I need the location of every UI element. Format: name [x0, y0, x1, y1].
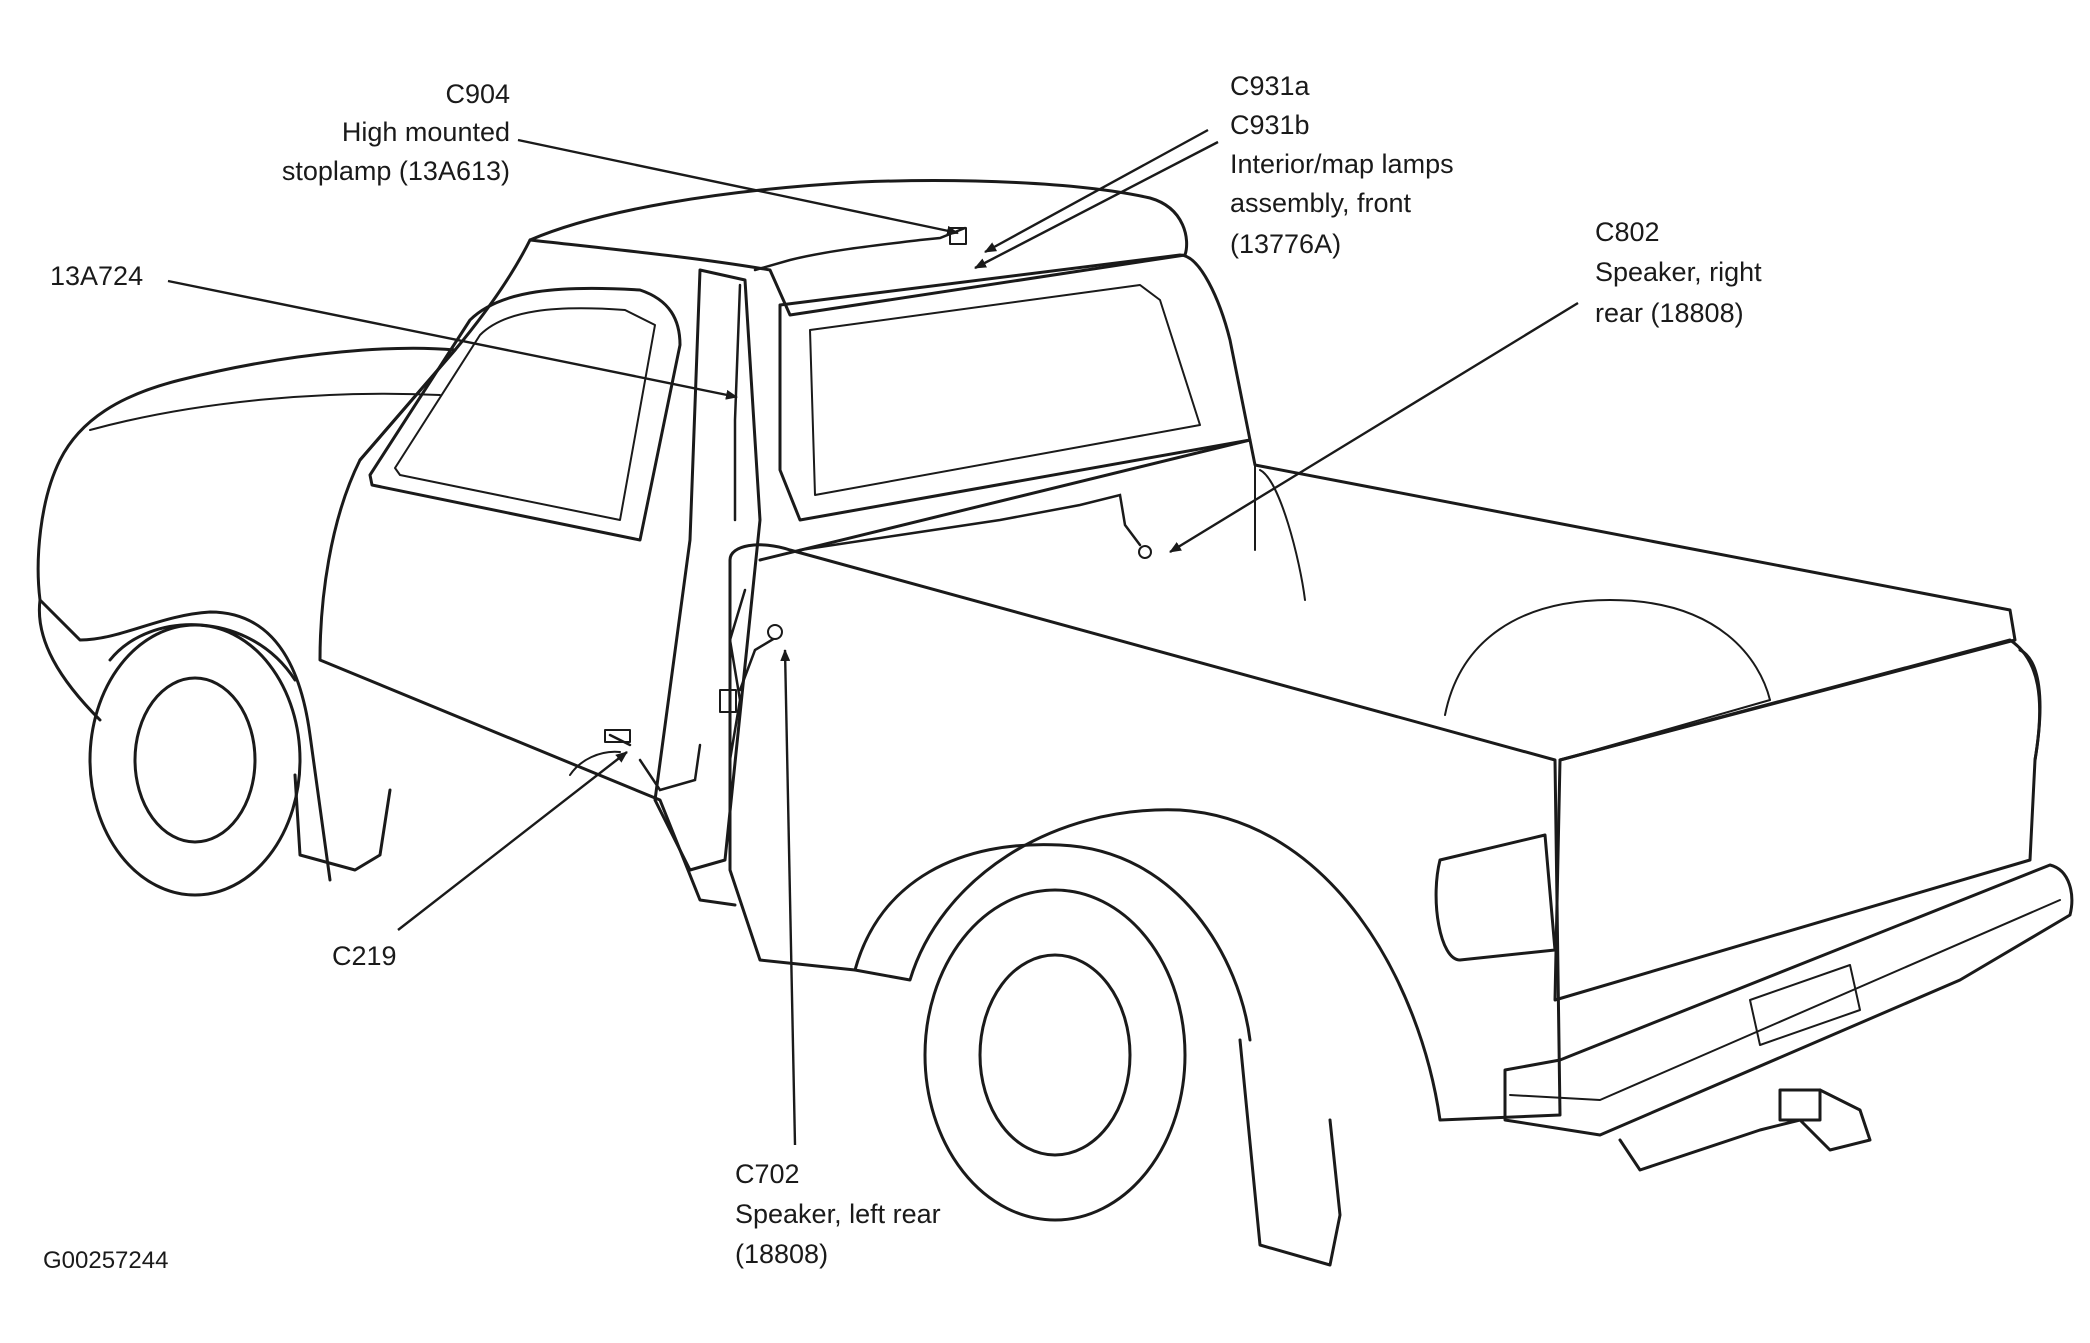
callout-13a724-line-1: 13A724 [50, 261, 143, 291]
rear-mud-flap [1238, 1038, 1342, 1267]
bed-top-rail [758, 438, 2017, 762]
callout-c702-line-2: Speaker, left rear [735, 1199, 941, 1229]
tailgate [1553, 638, 2042, 1002]
callout-c904-line-3: stoplamp (13A613) [282, 156, 510, 186]
callout-c702-line-1: C702 [735, 1159, 800, 1189]
callout-c931-line-4: assembly, front [1230, 188, 1412, 218]
trailer-hitch [1618, 1088, 1872, 1172]
callout-c802-line-2: Speaker, right [1595, 257, 1762, 287]
callout-c802-line-3: rear (18808) [1595, 298, 1744, 328]
callout-c904-line-2: High mounted [342, 117, 510, 147]
front-fender [36, 458, 332, 882]
callout-c702-line-3: (18808) [735, 1239, 828, 1269]
callout-c931-line-3: Interior/map lamps [1230, 149, 1454, 179]
leader-c931a [984, 128, 1209, 254]
callout-leaders [167, 128, 1579, 1146]
callout-13a724: 13A724 [50, 261, 143, 291]
callout-c219-line-1: C219 [332, 941, 397, 971]
callout-c702: C702 Speaker, left rear (18808) [735, 1159, 941, 1269]
leader-c904 [517, 138, 959, 236]
callout-c904: C904 High mounted stoplamp (13A613) [282, 79, 510, 186]
door-window [368, 286, 682, 542]
front-mud-flap [293, 773, 392, 872]
tail-light [1434, 833, 1557, 962]
wiring-harness [569, 226, 1152, 792]
leader-c702 [780, 649, 797, 1146]
callout-c802: C802 Speaker, right rear (18808) [1595, 217, 1762, 328]
rear-wheel [853, 843, 1252, 1222]
callout-c802-line-1: C802 [1595, 217, 1660, 247]
rear-cab-window [778, 253, 1252, 522]
cab-side [318, 348, 737, 907]
leader-c931b [974, 140, 1219, 270]
bed-wheel-well [1444, 599, 1771, 716]
cab-roof [528, 179, 1189, 317]
b-pillar [653, 268, 762, 872]
callout-c931: C931a C931b Interior/map lamps assembly,… [1230, 71, 1454, 259]
rear-bumper [1503, 863, 2074, 1137]
callout-c219: C219 [332, 941, 397, 971]
hood [58, 346, 457, 462]
leader-13a724 [167, 279, 738, 400]
callout-c931-line-5: (13776A) [1230, 229, 1341, 259]
leader-c802 [1169, 301, 1579, 554]
callout-c904-line-1: C904 [445, 79, 510, 109]
pickup-truck-illustration [36, 179, 2074, 1267]
callout-c931-line-1: C931a [1230, 71, 1311, 101]
a-pillar [453, 238, 532, 352]
leader-c219 [397, 751, 628, 931]
front-wheel [88, 623, 302, 897]
bed-left-side [728, 543, 1562, 1122]
callout-c931-line-2: C931b [1230, 110, 1310, 140]
figure-id: G00257244 [43, 1247, 168, 1274]
